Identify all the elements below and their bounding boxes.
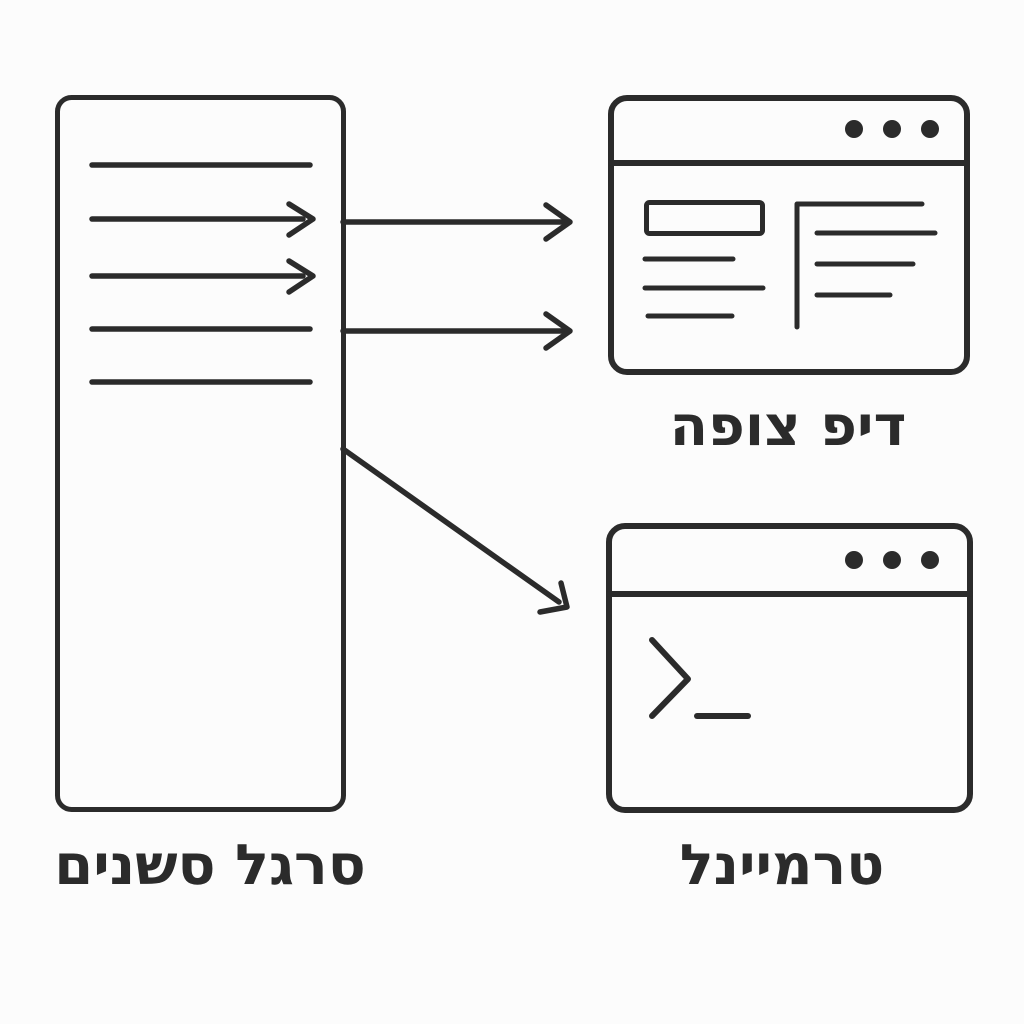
session-row-arrow-3 <box>89 258 316 295</box>
arrow-head-icon <box>537 580 570 615</box>
terminal-window-label: טרמיינל <box>679 833 885 898</box>
terminal-window <box>606 523 973 813</box>
window-dot-icon <box>921 120 939 138</box>
window-dot-icon <box>845 120 863 138</box>
connector-arrow-to-browser-1 <box>340 202 573 242</box>
window-dot-icon <box>883 551 901 569</box>
browser-window-outline <box>608 95 970 375</box>
window-dot-icon <box>883 120 901 138</box>
arrow-head-icon <box>286 201 316 238</box>
arrow-head-icon <box>543 202 573 242</box>
browser-article-frame <box>794 201 925 330</box>
terminal-prompt-icon <box>649 637 751 719</box>
browser-header-box <box>644 200 765 236</box>
sessions-panel-outline <box>55 95 346 812</box>
window-dot-icon <box>845 551 863 569</box>
browser-window <box>608 95 970 375</box>
window-dot-icon <box>921 551 939 569</box>
sessions-panel <box>55 95 346 812</box>
terminal-window-outline <box>606 523 973 813</box>
arrow-head-icon <box>543 311 573 351</box>
connector-arrow-to-terminal <box>340 446 570 615</box>
browser-window-label: דיפ צופה <box>669 394 907 459</box>
prompt-chevron <box>649 637 691 719</box>
connector-arrow-to-browser-2 <box>340 311 573 351</box>
arrow-head-icon <box>286 258 316 295</box>
sessions-panel-label: סרגל סשנים <box>54 833 366 898</box>
session-row-arrow-2 <box>89 201 316 238</box>
arrow-shaft <box>340 446 562 605</box>
